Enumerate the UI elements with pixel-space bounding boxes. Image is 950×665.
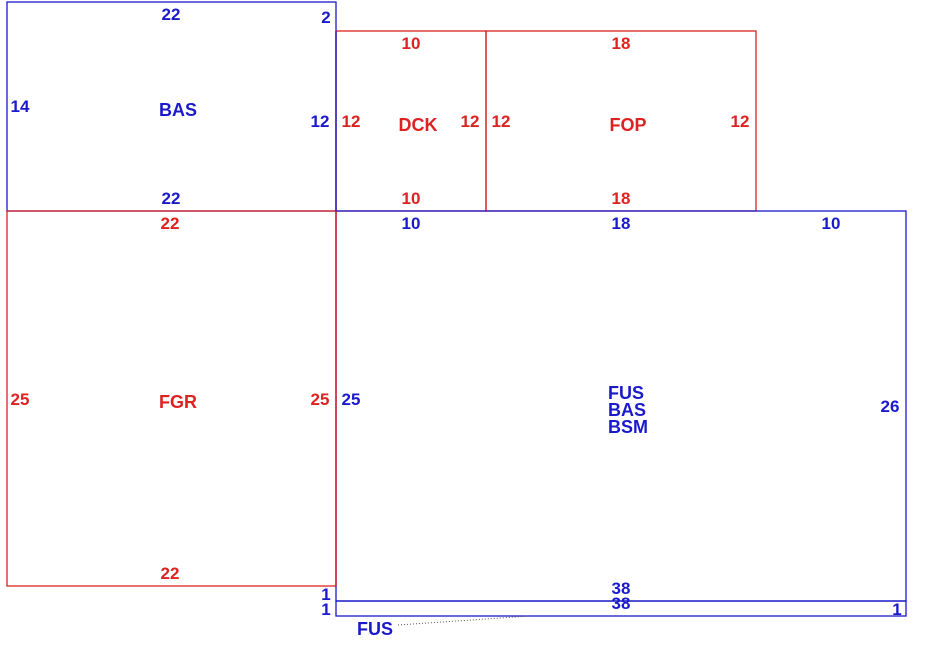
fop-label: FOP <box>609 115 646 135</box>
fus-leader-line <box>397 615 531 626</box>
strip-left-dim-b: 1 <box>321 600 330 619</box>
main-left-dim: 25 <box>342 390 361 409</box>
strip-label: FUS <box>357 619 393 639</box>
fop-left-dim: 12 <box>492 112 511 131</box>
fop-bottom-dim: 18 <box>612 189 631 208</box>
strip-right-dim: 1 <box>892 600 901 619</box>
dck-left-dim: 12 <box>342 112 361 131</box>
fop-right-dim: 12 <box>731 112 750 131</box>
main-top-dim-a: 10 <box>402 214 421 233</box>
fgr-label: FGR <box>159 392 197 412</box>
bas-upper-corner-dim: 2 <box>321 8 330 27</box>
dck-top-dim: 10 <box>402 34 421 53</box>
main-top-dim-c: 10 <box>822 214 841 233</box>
dck-bottom-dim: 10 <box>402 189 421 208</box>
dck-right-dim: 12 <box>461 112 480 131</box>
main-top-dim-b: 18 <box>612 214 631 233</box>
strip-outline <box>335 600 907 617</box>
fgr-right-dim: 25 <box>311 390 330 409</box>
main-label-fus: FUS <box>608 383 644 403</box>
bas-upper-bottom-dim: 22 <box>162 189 181 208</box>
strip-top-dim: 38 <box>612 594 631 613</box>
main-bottom-dim: 38 <box>612 579 631 598</box>
main-label-bsm: BSM <box>608 417 648 437</box>
strip-left-dim-a: 1 <box>321 585 330 604</box>
bas-upper-top-dim: 22 <box>162 5 181 24</box>
main-right-dim: 26 <box>881 397 900 416</box>
fop-top-dim: 18 <box>612 34 631 53</box>
fgr-left-dim: 25 <box>11 390 30 409</box>
main-label-bas: BAS <box>608 400 646 420</box>
bas-upper-left-dim: 14 <box>11 97 30 116</box>
bas-upper-label: BAS <box>159 100 197 120</box>
fgr-bottom-dim: 22 <box>161 564 180 583</box>
bas-upper-right-dim: 12 <box>311 112 330 131</box>
fgr-top-dim: 22 <box>161 214 180 233</box>
dck-label: DCK <box>399 115 438 135</box>
